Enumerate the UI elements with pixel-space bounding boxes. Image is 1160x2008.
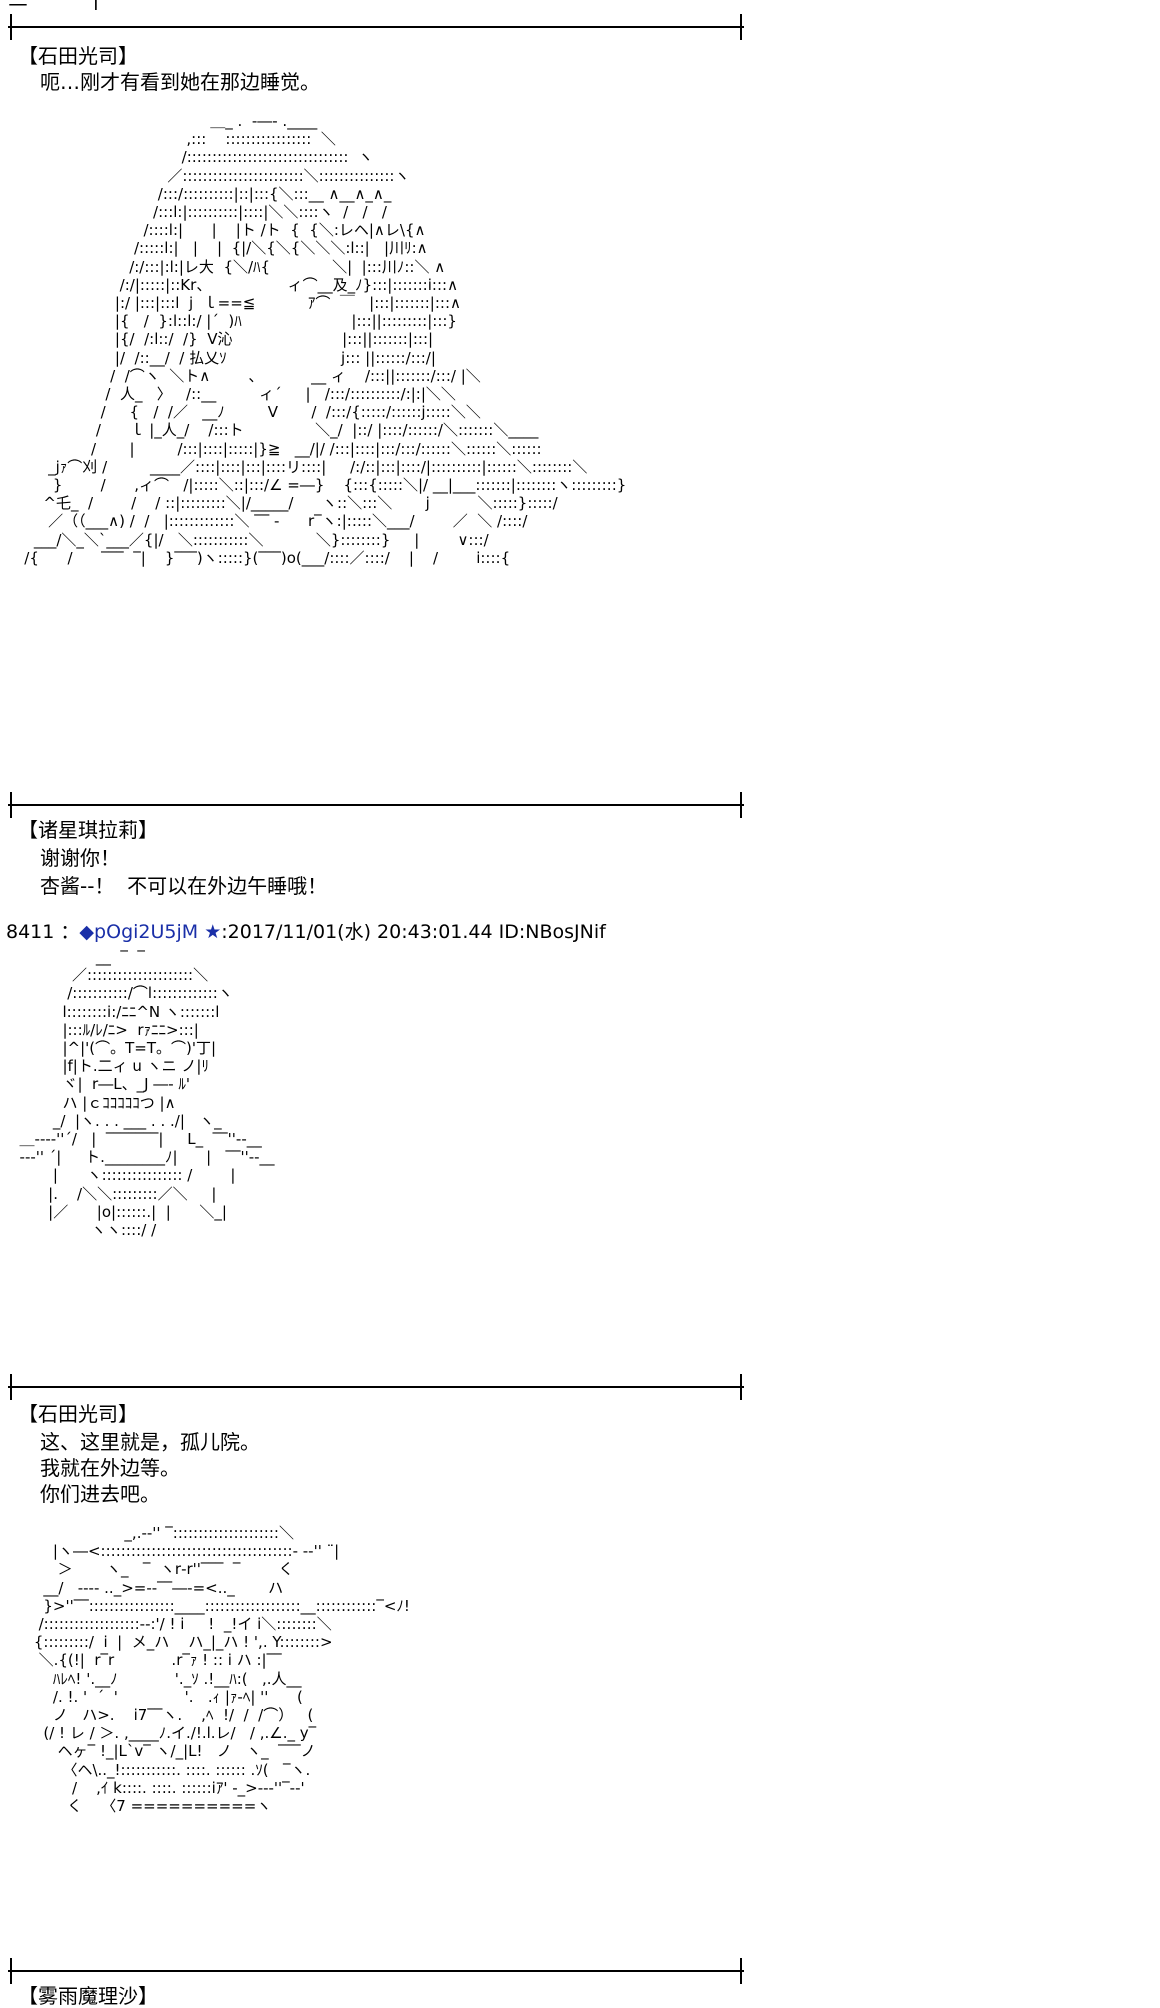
speaker-name: 【诸星琪拉莉】 (18, 818, 158, 842)
divider (8, 14, 744, 40)
ascii-art-sleeping-girl: ＿_ . -―- .____ ,::: ::::::::::::::::: ＼ … (24, 112, 627, 567)
divider-tick-right (740, 14, 742, 40)
diamond-icon: ◆ (79, 921, 95, 943)
divider-tick-left (10, 1374, 12, 1400)
post-datetime-id: :2017/11/01(水) 20:43:01.44 ID:NBosJNif (221, 921, 606, 943)
dialogue-line: 谢谢你！ (40, 846, 120, 870)
divider (8, 792, 744, 818)
divider (8, 1374, 744, 1400)
dialogue-line: 你们进去吧。 (40, 1482, 160, 1506)
dialogue-line: 这、这里就是，孤儿院。 (40, 1430, 260, 1454)
divider-tick-left (10, 14, 12, 40)
dialogue-line: 我就在外边等。 (40, 1456, 180, 1480)
dialogue-line: 杏酱--！ 不可以在外边午睡哦！ (40, 874, 328, 898)
divider-tick-left (10, 792, 12, 818)
post-separator: ： (60, 921, 80, 943)
speaker-name: 【石田光司】 (18, 44, 138, 68)
speaker-name: 【石田光司】 (18, 1402, 138, 1426)
post-number: 8411 (6, 921, 55, 943)
speaker-name: 【雾雨魔理沙】 (18, 1984, 158, 2008)
divider (8, 1958, 744, 1984)
divider-tick-right (740, 1374, 742, 1400)
ascii-art-koji: _,.-‐'' ‾:::::::::::::::::::::＼ |ヽ―<::::… (33, 1524, 410, 1816)
ascii-art-kirari: __ ‾ ‾ ／:::::::::::::::::::::＼ /::::::::… (19, 948, 275, 1240)
post-trip[interactable]: pOgi2U5jM (94, 921, 199, 943)
post-header: 8411 ：◆pOgi2U5jM ★:2017/11/01(水) 20:43:0… (6, 920, 606, 944)
star-icon: ★ (204, 921, 222, 943)
divider-tick-right (740, 1958, 742, 1984)
divider-tick-right (740, 792, 742, 818)
divider-tick-left (10, 1958, 12, 1984)
top-fragment: 三 ― | (8, 0, 99, 10)
dialogue-line: 呃…刚才有看到她在那边睡觉。 (40, 70, 320, 94)
